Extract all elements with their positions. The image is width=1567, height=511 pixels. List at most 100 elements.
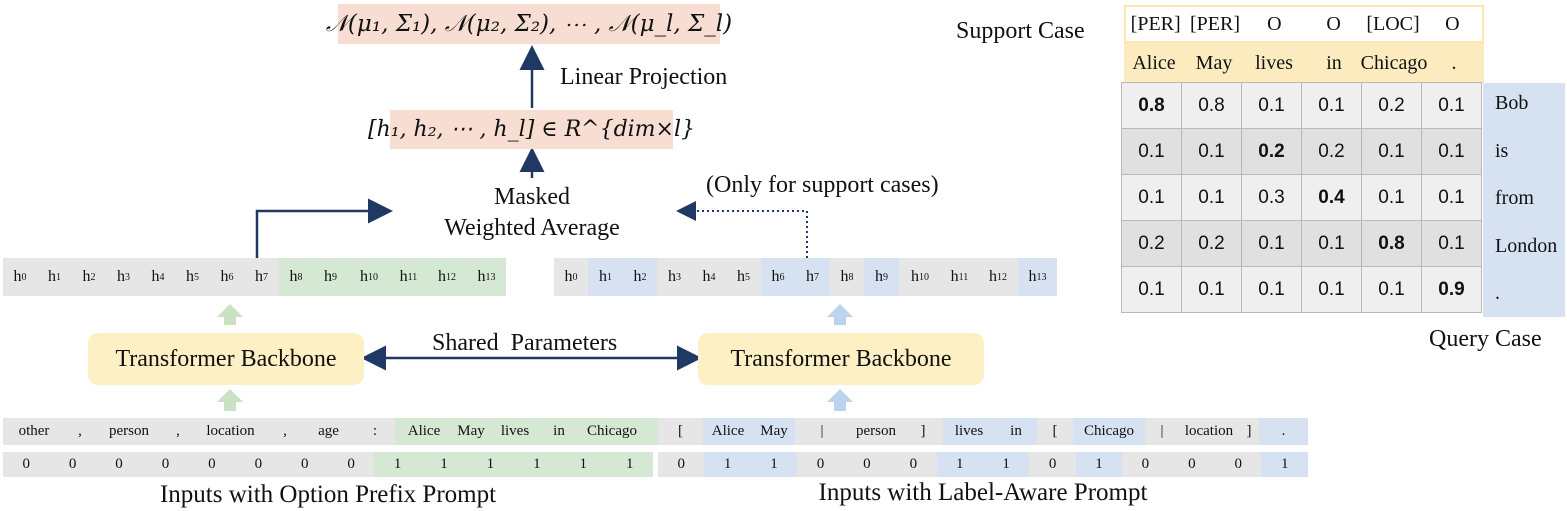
transformer-backbone-right: Transformer Backbone: [698, 333, 984, 385]
query-word-2: from: [1495, 187, 1534, 209]
linear-projection-label: Linear Projection: [560, 64, 728, 90]
only-support-note: (Only for support cases): [706, 172, 939, 198]
support-label-5: O: [1445, 12, 1460, 35]
shared-parameters-label: Shared Parameters: [432, 330, 618, 356]
label-aware-token-13: .: [1259, 418, 1308, 445]
support-word-3: in: [1326, 51, 1342, 74]
option-mask-2: 0: [95, 452, 143, 477]
query-word-3: London: [1495, 235, 1558, 257]
option-token-2: person: [95, 418, 163, 445]
matrix-cell-3-2: 0.1: [1241, 220, 1302, 267]
label-aware-caption: Inputs with Label-Aware Prompt: [818, 479, 1148, 506]
hidden-vector-box: [h₁, h₂, ⋯ , h_l] ∈ R^{dim×l}: [368, 110, 695, 149]
backbone-left-label: Transformer Backbone: [115, 345, 337, 372]
matrix-cell-3-3: 0.1: [1301, 220, 1362, 267]
label-aware-token-9: Chicago: [1073, 418, 1145, 445]
query-word-1: is: [1495, 140, 1509, 162]
query-words-column: [1483, 83, 1565, 317]
label-aware-token-6: lives: [943, 418, 995, 445]
support-words-row: Alice May lives in Chicago.: [1124, 43, 1484, 83]
support-label-2: O: [1267, 12, 1282, 35]
matrix-cell-4-1: 0.1: [1181, 266, 1242, 313]
matrix-cell-4-5: 0.9: [1421, 266, 1482, 313]
label-aware-token-1: Alice: [703, 418, 753, 445]
label-aware-token-12: ]: [1239, 418, 1259, 445]
label-aware-mask-6: 1: [936, 452, 983, 477]
matrix-cell-1-1: 0.1: [1181, 128, 1242, 175]
option-token-4: location: [193, 418, 268, 445]
option-token-7: :: [355, 418, 395, 445]
label-aware-token-11: location: [1179, 418, 1239, 445]
option-token-1: ,: [65, 418, 95, 445]
backbone-right-label: Transformer Backbone: [730, 345, 952, 372]
support-word-2: lives: [1255, 51, 1293, 74]
option-mask-5: 0: [235, 452, 282, 477]
support-word-5: .: [1451, 51, 1457, 74]
option-mask-13: 1: [606, 452, 653, 477]
option-token-5: ,: [268, 418, 302, 445]
option-mask-11: 1: [513, 452, 561, 477]
query-word-0: Bob: [1495, 92, 1529, 114]
query-case-title: Query Case: [1429, 326, 1542, 352]
matrix-cell-0-0: 0.8: [1121, 82, 1182, 129]
matrix-cell-1-2: 0.2: [1241, 128, 1302, 175]
matrix-cell-2-1: 0.1: [1181, 174, 1242, 221]
support-word-1: May: [1195, 51, 1233, 74]
label-aware-token-2: May: [753, 418, 795, 445]
label-aware-mask-1: 1: [704, 452, 751, 477]
matrix-cell-1-5: 0.1: [1421, 128, 1482, 175]
matrix-cell-3-1: 0.2: [1181, 220, 1242, 267]
masked-line1: Masked: [494, 184, 570, 210]
option-mask-10: 1: [467, 452, 514, 477]
support-label-1: [PER]: [1189, 12, 1240, 35]
option-prefix-caption: Inputs with Option Prefix Prompt: [159, 481, 497, 508]
label-aware-mask-5: 0: [890, 452, 937, 477]
label-aware-token-8: [: [1037, 418, 1073, 445]
distributions-box: 𝒩(μ₁, Σ₁), 𝒩(μ₂, Σ₂), ⋯ , 𝒩(μ_l, Σ_l): [326, 4, 732, 44]
option-mask-4: 0: [188, 452, 236, 477]
matrix-cell-0-3: 0.1: [1301, 82, 1362, 129]
option-mask-9: 1: [420, 452, 468, 477]
label-aware-token-5: ]: [903, 418, 943, 445]
matrix-cell-2-3: 0.4: [1301, 174, 1362, 221]
option-mask-12: 1: [560, 452, 607, 477]
up-arrow-left-bottom: [217, 389, 243, 411]
matrix-cell-1-4: 0.1: [1361, 128, 1422, 175]
matrix-cell-4-3: 0.1: [1301, 266, 1362, 313]
matrix-cell-4-0: 0.1: [1121, 266, 1182, 313]
option-token-3: ,: [163, 418, 193, 445]
matrix-cell-2-2: 0.3: [1241, 174, 1302, 221]
option-token-11: in: [541, 418, 577, 445]
option-mask-0: 0: [3, 452, 50, 477]
label-aware-mask-9: 1: [1075, 452, 1123, 477]
option-token-10: lives: [489, 418, 541, 445]
support-word-4: Chicago: [1360, 51, 1428, 74]
up-arrow-right-bottom: [827, 389, 853, 411]
support-word-0: Alice: [1132, 51, 1176, 74]
label-aware-token-0: [: [658, 418, 703, 445]
hidden-vector-text: [h₁, h₂, ⋯ , h_l] ∈ R^{dim×l}: [368, 117, 696, 142]
matrix-cell-1-0: 0.1: [1121, 128, 1182, 175]
